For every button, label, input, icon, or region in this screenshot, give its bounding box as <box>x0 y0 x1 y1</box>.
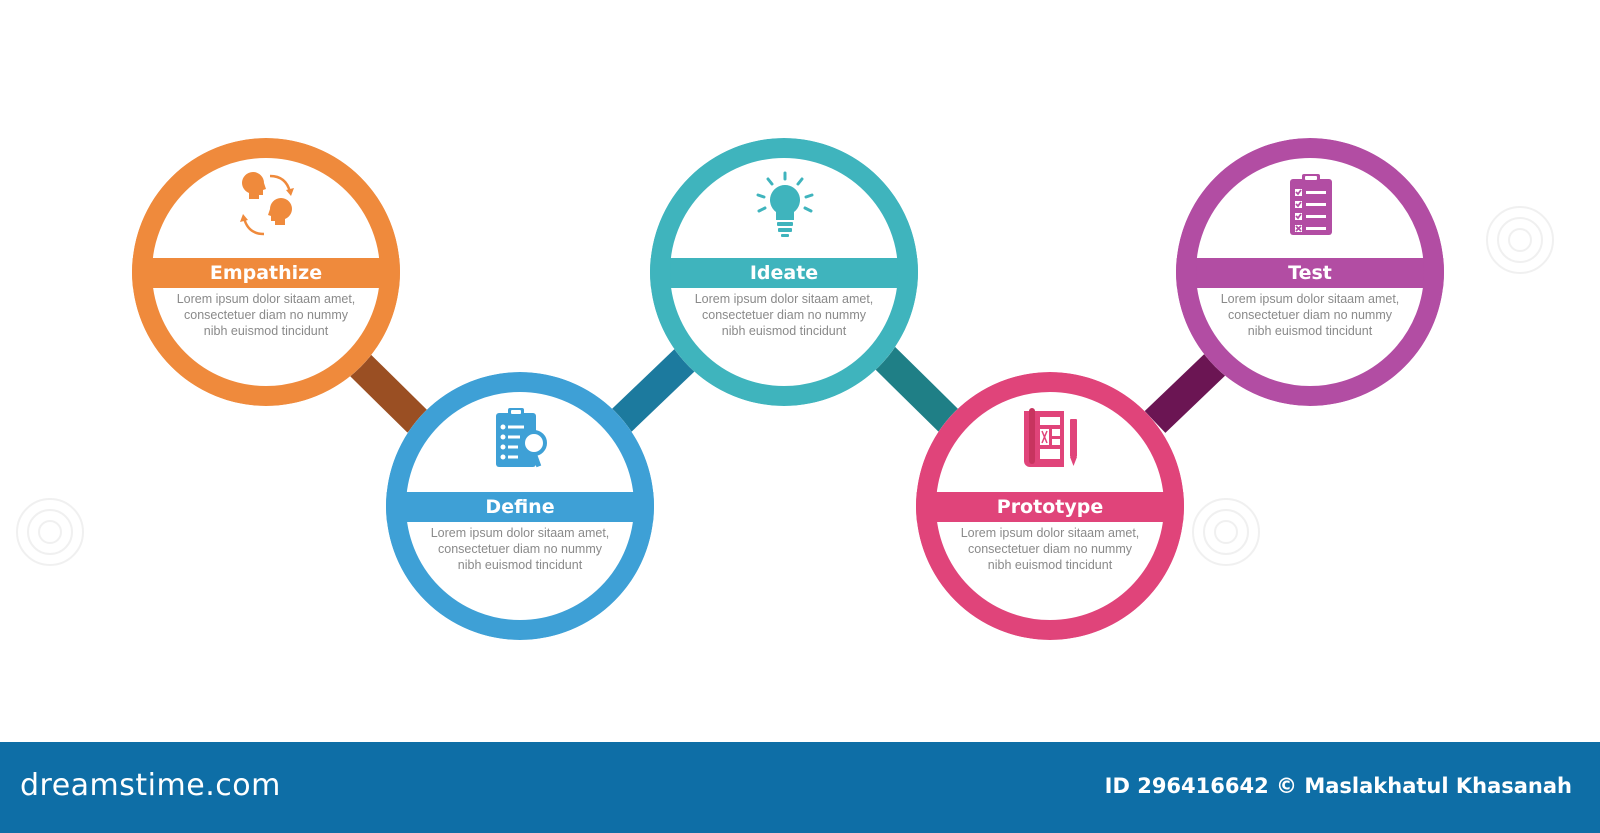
description-line: nibh euismod tincidunt <box>1247 324 1373 338</box>
description-line: nibh euismod tincidunt <box>721 324 847 338</box>
connector-define-ideate <box>609 344 701 433</box>
two-heads-exchange-icon <box>240 172 294 236</box>
step-define: Define Lorem ipsum dolor sitaam amet, co… <box>386 372 654 640</box>
step-title: Define <box>386 492 654 522</box>
watermark-spiral-icon <box>16 498 84 566</box>
description-line: Lorem ipsum dolor sitaam amet, <box>1220 292 1400 306</box>
step-title: Ideate <box>650 258 918 288</box>
connector-ideate-prototype <box>871 344 961 433</box>
step-description: Lorem ipsum dolor sitaam amet, consectet… <box>1216 291 1404 339</box>
description-line: nibh euismod tincidunt <box>987 558 1113 572</box>
step-description: Lorem ipsum dolor sitaam amet, consectet… <box>426 525 614 573</box>
description-line: Lorem ipsum dolor sitaam amet, <box>430 526 610 540</box>
lightbulb-icon <box>756 171 814 237</box>
step-empathize: Empathize Lorem ipsum dolor sitaam amet,… <box>132 138 400 406</box>
step-description: Lorem ipsum dolor sitaam amet, consectet… <box>172 291 360 339</box>
step-test: Test Lorem ipsum dolor sitaam amet, cons… <box>1176 138 1444 406</box>
description-line: Lorem ipsum dolor sitaam amet, <box>176 292 356 306</box>
watermark-spiral-icon <box>1192 498 1260 566</box>
step-prototype: Prototype Lorem ipsum dolor sitaam amet,… <box>916 372 1184 640</box>
description-line: consectetuer diam no nummy <box>438 542 602 556</box>
step-title: Prototype <box>916 492 1184 522</box>
description-line: consectetuer diam no nummy <box>184 308 348 322</box>
brand-logo-text[interactable]: dreamstime.com <box>20 768 281 803</box>
description-line: consectetuer diam no nummy <box>968 542 1132 556</box>
description-line: consectetuer diam no nummy <box>702 308 866 322</box>
watermark-spiral-icon <box>1486 206 1554 274</box>
description-line: nibh euismod tincidunt <box>203 324 329 338</box>
description-line: nibh euismod tincidunt <box>457 558 583 572</box>
checklist-clipboard-icon <box>1290 174 1332 235</box>
description-line: Lorem ipsum dolor sitaam amet, <box>960 526 1140 540</box>
image-credit: ID 296416642 © Maslakhatul Khasanah <box>1104 774 1572 798</box>
description-line: consectetuer diam no nummy <box>1228 308 1392 322</box>
description-line: Lorem ipsum dolor sitaam amet, <box>694 292 874 306</box>
step-description: Lorem ipsum dolor sitaam amet, consectet… <box>690 291 878 339</box>
blueprint-pencil-icon <box>1024 408 1077 467</box>
infographic-canvas: Empathize Lorem ipsum dolor sitaam amet,… <box>16 138 1554 640</box>
footer-bar: dreamstime.com ID 296416642 © Maslakhatu… <box>0 742 1600 833</box>
clipboard-magnifier-icon <box>496 408 547 468</box>
step-title: Empathize <box>132 258 400 288</box>
step-title: Test <box>1176 258 1444 288</box>
step-description: Lorem ipsum dolor sitaam amet, consectet… <box>956 525 1144 573</box>
step-ideate: Ideate Lorem ipsum dolor sitaam amet, co… <box>650 138 918 406</box>
